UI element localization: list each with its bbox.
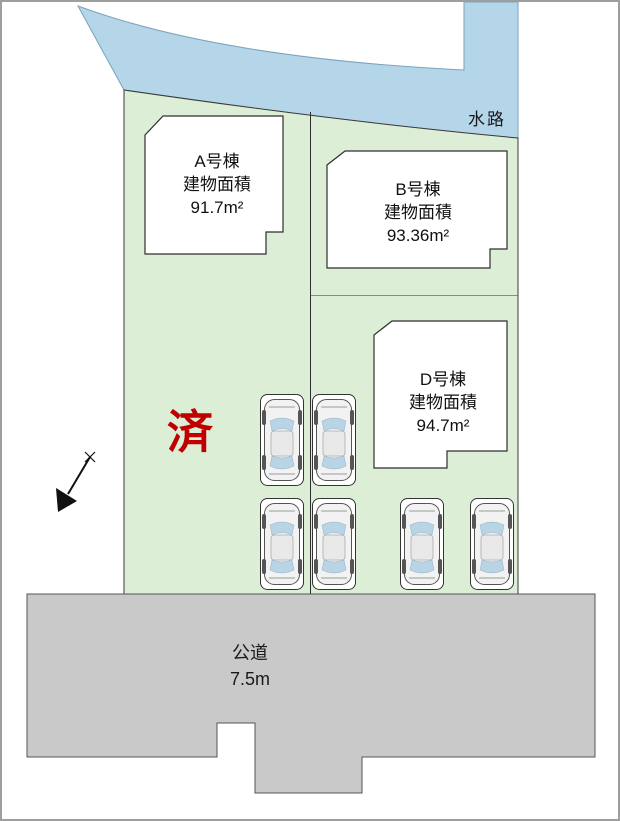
building-a-area-label: 建物面積 (183, 175, 251, 194)
car-icon (400, 498, 444, 590)
waterway-label: 水路 (468, 110, 506, 129)
building-b-name: B号棟 (395, 180, 441, 199)
building-a-area-value: 91.7m² (190, 198, 244, 217)
car-icon (312, 394, 356, 486)
building-d-area-label: 建物面積 (409, 393, 477, 412)
building-a-shape (144, 115, 284, 255)
car-icon (312, 498, 356, 590)
road-label: 公道 7.5m (195, 640, 305, 692)
car-icon (260, 394, 304, 486)
building-a-name: A号棟 (194, 152, 240, 171)
car-icon (470, 498, 514, 590)
car-icon (260, 498, 304, 590)
road-shape (26, 593, 596, 794)
building-d-shape (373, 320, 508, 469)
building-b-shape (326, 150, 508, 269)
sold-mark: 済 (167, 405, 213, 459)
north-arrow-icon (56, 451, 96, 512)
building-d-name: D号棟 (419, 370, 467, 389)
building-a-label: A号棟 建物面積 91.7m² (142, 150, 292, 219)
road-width: 7.5m (229, 669, 271, 689)
building-d-label: D号棟 建物面積 94.7m² (368, 368, 518, 437)
building-b-label: B号棟 建物面積 93.36m² (343, 178, 493, 247)
building-d-area-value: 94.7m² (416, 416, 470, 435)
road-name: 公道 (232, 643, 268, 663)
building-b-area-label: 建物面積 (384, 203, 452, 222)
building-b-area-value: 93.36m² (386, 226, 450, 245)
